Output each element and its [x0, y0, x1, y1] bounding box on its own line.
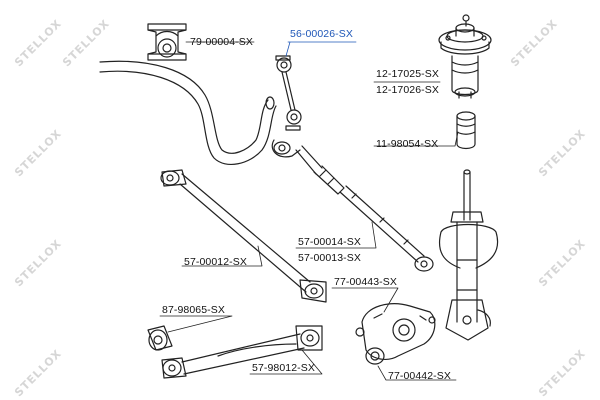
leader-57-98012 — [249, 349, 323, 375]
part-label-57-00012: 57-00012-SX — [184, 256, 247, 268]
leader-77-00443 — [331, 287, 399, 313]
part-label-11-98054: 11-98054-SX — [376, 138, 439, 150]
leader-57-00012 — [181, 245, 263, 267]
shock-absorber — [439, 169, 499, 341]
part-label-77-00443: 77-00443-SX — [334, 276, 397, 288]
leader-77-00442 — [377, 365, 457, 381]
part-label-77-00442: 77-00442-SX — [388, 370, 451, 382]
leader-lines — [159, 41, 459, 381]
part-12-17026-bump-stop — [451, 55, 479, 99]
leader-87-98065 — [159, 315, 233, 333]
part-label-57-98012: 57-98012-SX — [252, 362, 315, 374]
part-label-12-17025: 12-17025-SX — [376, 68, 439, 80]
part-56-00026-stabilizer-link — [275, 55, 302, 131]
part-57-00012-lower-arm — [160, 169, 327, 303]
stabilizer-bar — [99, 60, 277, 166]
part-11-98054-bump-stop — [456, 111, 476, 150]
part-label-79-00004: 79-00004-SX — [190, 36, 253, 48]
leader-56-00026 — [285, 41, 357, 57]
part-label-57-00013: 57-00013-SX — [298, 252, 361, 264]
part-label-56-00026: 56-00026-SX — [290, 28, 353, 40]
part-87-98065-bushing — [147, 325, 173, 351]
part-57-98012-trailing-arm — [161, 325, 323, 379]
part-79-00004-bushing — [147, 23, 187, 61]
part-12-17025-strut-mount — [438, 14, 492, 55]
part-57-00014-control-arm — [271, 139, 434, 272]
part-77-00442-bushing — [365, 347, 385, 365]
part-label-87-98065: 87-98065-SX — [162, 304, 225, 316]
leader-11-98054 — [373, 131, 459, 147]
part-label-12-17026: 12-17026-SX — [376, 84, 439, 96]
part-label-57-00014: 57-00014-SX — [298, 236, 361, 248]
leader-57-00014 — [295, 221, 377, 249]
